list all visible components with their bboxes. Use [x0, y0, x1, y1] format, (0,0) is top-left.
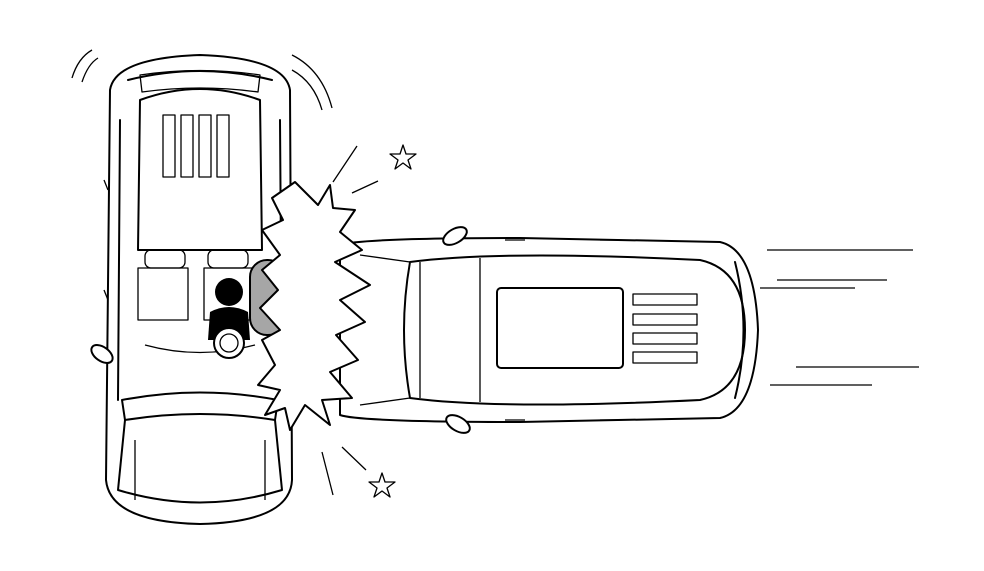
impact-burst-icon	[257, 181, 371, 431]
motion-arcs-icon	[71, 49, 333, 111]
impact-lines-icon	[321, 145, 379, 496]
steering-wheel-icon	[213, 327, 245, 359]
star-icon	[368, 472, 396, 498]
star-icon	[389, 144, 417, 170]
speed-lines-icon	[760, 249, 919, 386]
striking-car-icon	[339, 226, 759, 434]
struck-car-icon	[90, 54, 293, 525]
